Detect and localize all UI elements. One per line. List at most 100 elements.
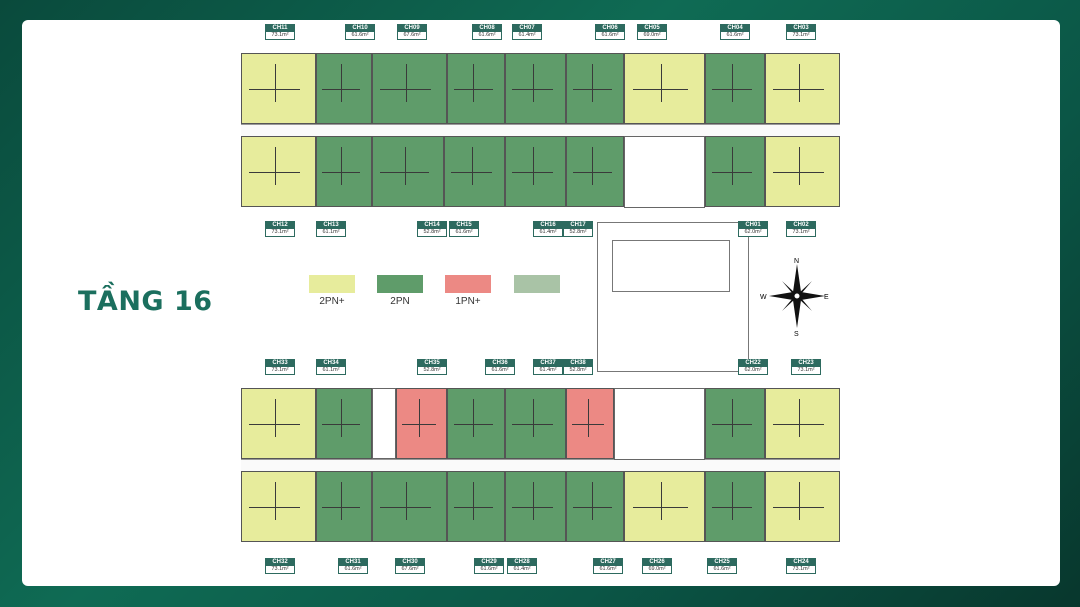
unit-area: 73.1m² (786, 32, 816, 40)
unit-code: CH05 (637, 24, 667, 32)
apartment-unit (505, 53, 566, 124)
apartment-unit (566, 53, 624, 124)
apartment-unit (316, 388, 372, 459)
legend-swatch (514, 275, 560, 293)
unit-code: CH14 (417, 221, 447, 229)
apartment-unit (396, 388, 447, 459)
apartment-unit (372, 136, 444, 207)
apartment-unit (316, 136, 372, 207)
apartment-unit (566, 136, 624, 207)
unit-code: CH23 (791, 359, 821, 367)
unit-code: CH16 (533, 221, 563, 229)
apartment-unit (444, 136, 505, 207)
unit-area: 73.1m² (786, 566, 816, 574)
unit-area: 61.1m² (316, 229, 346, 237)
unit-area: 61.6m² (720, 32, 750, 40)
unit-code: CH28 (507, 558, 537, 566)
unit-area: 61.4m² (507, 566, 537, 574)
apartment-unit (705, 388, 765, 459)
unit-area: 67.6m² (397, 32, 427, 40)
legend-label: 2PN (390, 296, 410, 307)
apartment-unit (505, 471, 566, 542)
unit-code: CH17 (563, 221, 593, 229)
apartment-unit (765, 136, 840, 207)
unit-area: 61.4m² (533, 229, 563, 237)
unit-code: CH26 (642, 558, 672, 566)
unit-area: 52.8m² (563, 229, 593, 237)
unit-area: 61.6m² (449, 229, 479, 237)
unit-area: 61.6m² (338, 566, 368, 574)
unit-code: CH09 (397, 24, 427, 32)
unit-code: CH08 (472, 24, 502, 32)
unit-code: CH31 (338, 558, 368, 566)
unit-area: 61.4m² (512, 32, 542, 40)
apartment-unit (241, 388, 316, 459)
unit-code: CH34 (316, 359, 346, 367)
legend-swatch (445, 275, 491, 293)
unit-area: 52.8m² (417, 367, 447, 375)
apartment-unit (447, 471, 505, 542)
unit-code: CH32 (265, 558, 295, 566)
compass-e: E (824, 294, 829, 301)
unit-code: CH11 (265, 24, 295, 32)
apartment-unit (566, 471, 624, 542)
apartment-unit (624, 471, 705, 542)
unit-code: CH24 (786, 558, 816, 566)
unit-code: CH04 (720, 24, 750, 32)
stair-core (372, 388, 396, 459)
apartment-unit (505, 388, 566, 459)
apartment-unit (447, 53, 505, 124)
unit-code: CH35 (417, 359, 447, 367)
unit-area: 62.0m² (738, 229, 768, 237)
apartment-unit (447, 388, 505, 459)
unit-area: 61.1m² (316, 367, 346, 375)
apartment-unit (566, 388, 614, 459)
unit-code: CH29 (474, 558, 504, 566)
unit-area: 73.1m² (265, 229, 295, 237)
apartment-unit (765, 471, 840, 542)
unit-code: CH27 (593, 558, 623, 566)
apartment-unit (765, 53, 840, 124)
unit-area: 61.6m² (707, 566, 737, 574)
apartment-unit (372, 471, 447, 542)
apartment-unit (316, 53, 372, 124)
unit-code: CH01 (738, 221, 768, 229)
unit-code: CH30 (395, 558, 425, 566)
unit-area: 67.6m² (395, 566, 425, 574)
apartment-unit (765, 388, 840, 459)
unit-code: CH33 (265, 359, 295, 367)
compass-s: S (794, 331, 799, 336)
unit-code: CH22 (738, 359, 768, 367)
elevator-core (614, 388, 705, 460)
unit-code: CH15 (449, 221, 479, 229)
podium-inner (612, 240, 730, 292)
apartment-unit (705, 471, 765, 542)
unit-area: 73.1m² (791, 367, 821, 375)
unit-area: 61.6m² (345, 32, 375, 40)
apartment-unit (705, 136, 765, 207)
